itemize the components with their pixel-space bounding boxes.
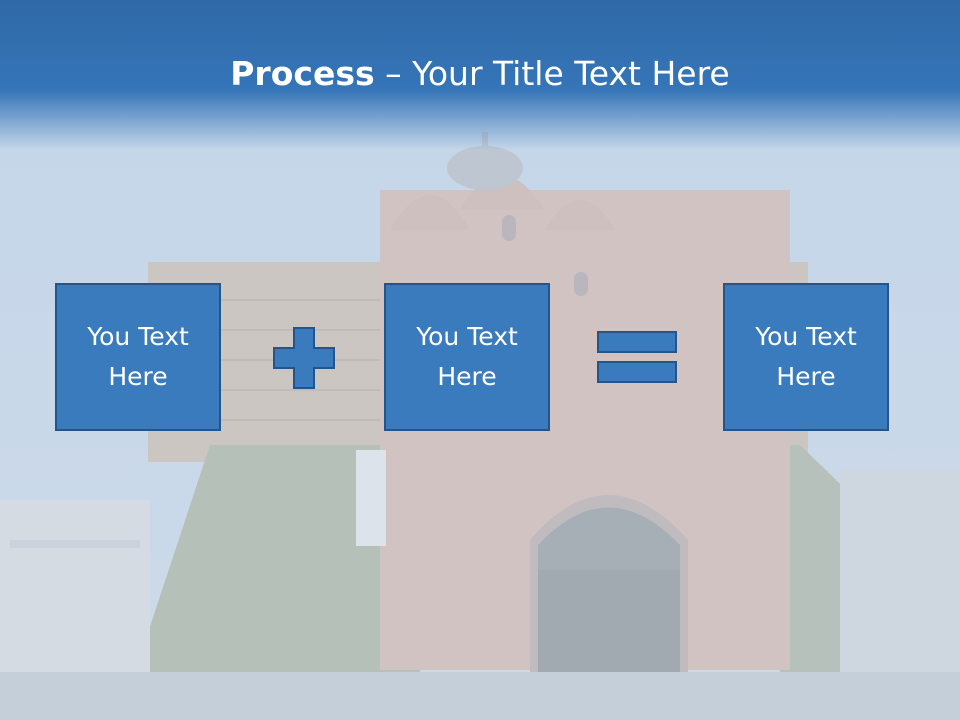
text-box-3[interactable]: You Text Here [723, 283, 889, 431]
text-box-2-label: You Text Here [416, 322, 518, 391]
title-bold: Process [230, 54, 375, 93]
equals-icon [597, 331, 677, 383]
text-box-3-label: You Text Here [755, 322, 857, 391]
slide-title[interactable]: Process – Your Title Text Here [0, 52, 960, 96]
text-box-1[interactable]: You Text Here [55, 283, 221, 431]
title-band [0, 0, 960, 150]
text-box-1-label: You Text Here [87, 322, 189, 391]
plus-icon [273, 327, 335, 389]
title-rest: – Your Title Text Here [374, 54, 730, 93]
text-box-2[interactable]: You Text Here [384, 283, 550, 431]
